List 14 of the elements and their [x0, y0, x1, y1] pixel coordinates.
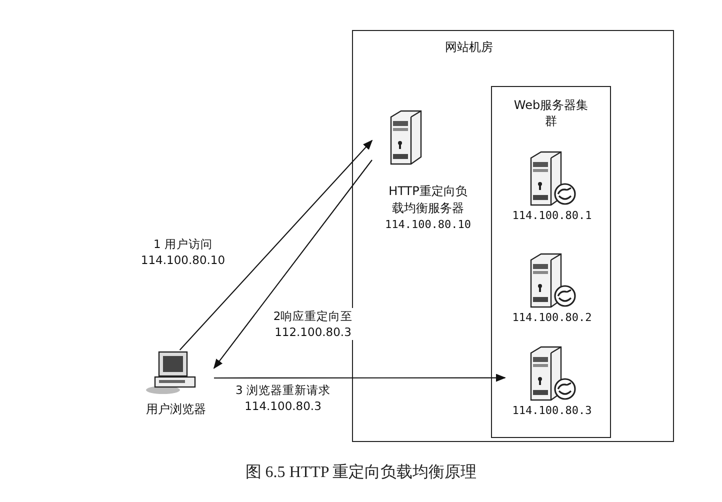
- arrow: [213, 160, 372, 369]
- cluster-title: Web服务器集群: [513, 97, 589, 129]
- ip-address: 114.100.80.10: [384, 217, 472, 232]
- ip-address: 114.100.80.1: [512, 208, 592, 223]
- cluster-frame: [491, 86, 611, 438]
- room-frame: [352, 30, 674, 442]
- ip-address: 114.100.80.2: [512, 310, 592, 325]
- arrow: [179, 140, 373, 350]
- computer-label: 用户浏览器: [146, 402, 206, 417]
- caption: 图 6.5 HTTP 重定向负载均衡原理: [244, 462, 478, 483]
- room-title: 网站机房: [445, 39, 493, 56]
- server-label: HTTP重定向负载均衡服务器: [388, 183, 468, 217]
- ip-address: 114.100.80.3: [512, 403, 592, 418]
- arrow: [214, 374, 506, 382]
